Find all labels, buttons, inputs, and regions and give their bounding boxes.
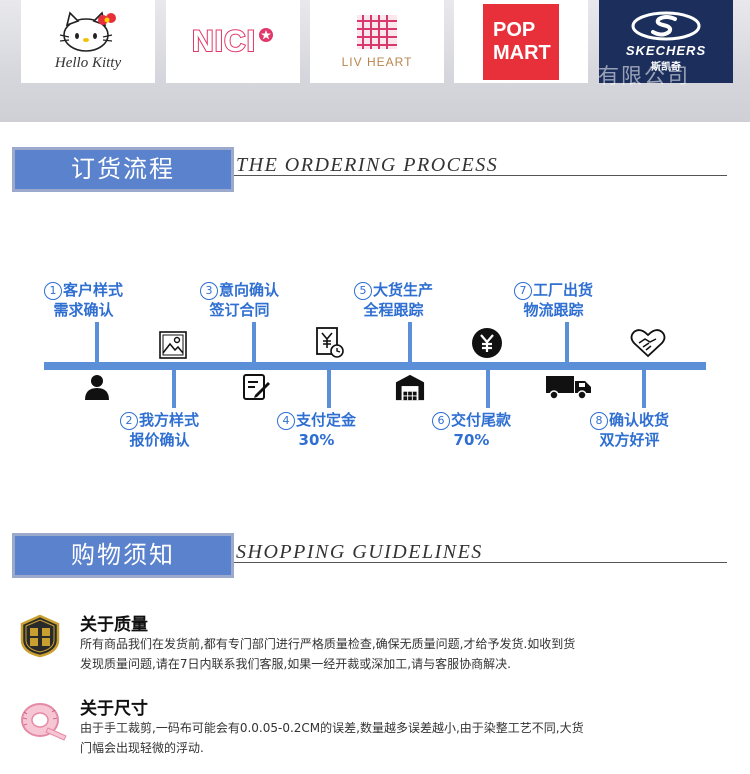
step-number: 7 (514, 282, 532, 300)
timeline-bar (44, 362, 706, 370)
step-line1: 大货生产 (373, 281, 434, 299)
brand-strip: Hello Kitty NICI LIV HEART POP MART (0, 0, 750, 122)
tape-measure-icon (18, 698, 68, 742)
tick-step-8 (642, 370, 646, 408)
logo-skechers[interactable]: SKECHERS 斯凯奇 (599, 0, 733, 83)
tick-step-4 (327, 370, 331, 408)
logo-hello-kitty[interactable]: Hello Kitty (21, 0, 155, 83)
deposit-yen-icon (315, 327, 345, 358)
step-line2: 双方好评 (599, 431, 660, 449)
step-line2: 需求确认 (53, 301, 114, 319)
step-line2: 全程跟踪 (363, 301, 424, 319)
shopping-title-cn: 购物须知 (15, 536, 231, 575)
skechers-wordmark: SKECHERS (625, 42, 707, 58)
step-number: 4 (277, 412, 295, 430)
header-underline (234, 175, 727, 176)
header-underline (234, 562, 727, 563)
step-number: 8 (590, 412, 608, 430)
nici-wordmark: NICI (191, 24, 256, 59)
handshake-heart-icon (630, 328, 666, 358)
size-description: 由于手工裁剪,一码布可能会有0.0.05-0.2CM的误差,数量越多误差越小,由… (80, 718, 680, 758)
logo-pop-mart[interactable]: POP MART (454, 0, 588, 83)
step-line1: 确认收货 (609, 411, 670, 429)
step-line1: 交付尾款 (451, 411, 512, 429)
ordering-process-header: 订货流程 THE ORDERING PROCESS (12, 147, 727, 192)
skechers-s-icon (631, 11, 701, 40)
shopping-title-en: SHOPPING GUIDELINES (236, 541, 483, 563)
step-line1: 意向确认 (219, 281, 280, 299)
ordering-title-cn: 订货流程 (15, 150, 231, 189)
step-number: 2 (120, 412, 138, 430)
contract-sign-icon (241, 372, 271, 402)
hello-kitty-wordmark: Hello Kitty (54, 55, 122, 71)
logo-nici[interactable]: NICI (166, 0, 300, 83)
quality-description: 所有商品我们在发货前,都有专门部门进行严格质量检查,确保无质量问题,才给予发货.… (80, 634, 680, 674)
step-line1: 客户样式 (63, 281, 124, 299)
step-line2: 报价确认 (129, 431, 190, 449)
truck-icon (546, 372, 592, 402)
step-line1: 工厂出货 (533, 281, 594, 299)
step-number: 6 (432, 412, 450, 430)
sample-picture-icon (158, 330, 188, 360)
plaid-icon (357, 14, 397, 49)
step-number: 1 (44, 282, 62, 300)
warehouse-icon (395, 372, 425, 402)
ordering-title-en: THE ORDERING PROCESS (236, 154, 499, 176)
quality-badge-icon (18, 614, 62, 658)
yen-coin-icon (471, 327, 503, 359)
step-line2: 70% (453, 431, 490, 449)
logo-liv-heart[interactable]: LIV HEART (310, 0, 444, 83)
tick-step-1 (95, 322, 99, 362)
step-number: 3 (200, 282, 218, 300)
star-icon (259, 27, 273, 42)
step-line1: 支付定金 (296, 411, 357, 429)
step-line2: 物流跟踪 (523, 301, 584, 319)
step-line2: 30% (298, 431, 335, 449)
tick-step-3 (252, 322, 256, 362)
quality-title: 关于质量 (80, 615, 148, 635)
watermark-text: 有限公司 (598, 64, 690, 88)
tick-step-7 (565, 322, 569, 362)
skechers-cn-wordmark: 斯凯奇 (651, 61, 681, 73)
pop-mart-line2: MART (493, 41, 551, 64)
pop-mart-wordmark: POP MART (483, 3, 559, 80)
size-line2: 门幅会出现轻微的浮动. (80, 741, 204, 755)
tick-step-2 (172, 370, 176, 408)
pop-mart-line1: POP (493, 18, 536, 41)
hello-kitty-icon (59, 11, 116, 52)
step-number: 5 (354, 282, 372, 300)
step-line2: 签订合同 (209, 301, 270, 319)
quality-line1: 所有商品我们在发货前,都有专门部门进行严格质量检查,确保无质量问题,才给予发货.… (80, 637, 576, 651)
user-icon (82, 372, 112, 402)
step-line1: 我方样式 (139, 411, 200, 429)
tick-step-6 (486, 370, 490, 408)
liv-heart-wordmark: LIV HEART (341, 54, 413, 69)
quality-line2: 发现质量问题,请在7日内联系我们客服,如果一经开裁或深加工,请与客服协商解决. (80, 657, 511, 671)
size-line1: 由于手工裁剪,一码布可能会有0.0.05-0.2CM的误差,数量越多误差越小,由… (80, 721, 584, 735)
shopping-guidelines-header: 购物须知 SHOPPING GUIDELINES (12, 533, 727, 578)
tick-step-5 (408, 322, 412, 362)
size-title: 关于尺寸 (80, 699, 148, 719)
